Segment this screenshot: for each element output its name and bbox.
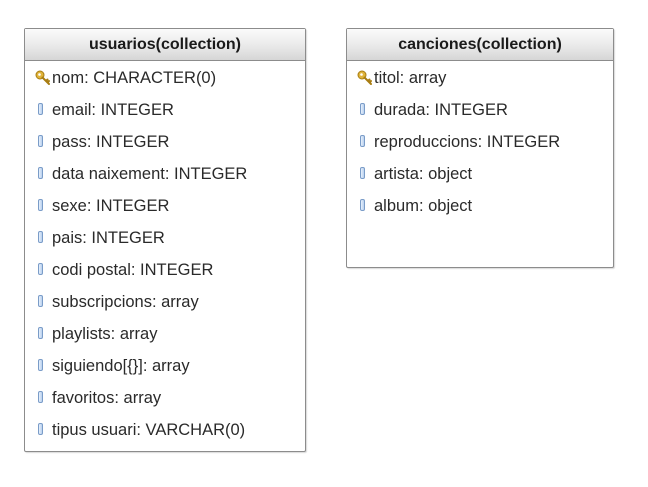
attribute-row[interactable]: tipus usuari: VARCHAR(0) xyxy=(25,414,305,446)
attribute-row[interactable]: pais: INTEGER xyxy=(25,222,305,254)
entity-canciones[interactable]: canciones(collection) titol: array durad… xyxy=(346,28,614,268)
attribute-label: nom: CHARACTER(0) xyxy=(52,69,217,87)
attribute-label: codi postal: INTEGER xyxy=(52,261,214,279)
field-icon xyxy=(35,414,51,446)
attribute-label: durada: INTEGER xyxy=(374,101,508,119)
field-icon xyxy=(35,382,51,414)
field-icon xyxy=(35,94,51,126)
field-icon xyxy=(35,222,51,254)
attribute-label: tipus usuari: VARCHAR(0) xyxy=(52,421,246,439)
attribute-row[interactable]: siguiendo[{}]: array xyxy=(25,350,305,382)
attribute-row[interactable]: durada: INTEGER xyxy=(347,94,613,126)
attribute-row[interactable]: playlists: array xyxy=(25,318,305,350)
field-icon xyxy=(357,190,373,222)
attribute-row[interactable]: titol: array xyxy=(347,62,613,94)
entity-title: canciones(collection) xyxy=(347,29,613,61)
attribute-label: email: INTEGER xyxy=(52,101,174,119)
attribute-list: nom: CHARACTER(0) email: INTEGER pass: I… xyxy=(25,61,305,446)
field-icon xyxy=(35,318,51,350)
key-icon xyxy=(357,62,373,94)
field-icon xyxy=(35,190,51,222)
attribute-row[interactable]: album: object xyxy=(347,190,613,222)
field-icon xyxy=(35,286,51,318)
attribute-label: titol: array xyxy=(374,69,447,87)
entity-usuarios[interactable]: usuarios(collection) nom: CHARACTER(0) e… xyxy=(24,28,306,452)
field-icon xyxy=(357,94,373,126)
attribute-row[interactable]: codi postal: INTEGER xyxy=(25,254,305,286)
field-icon xyxy=(35,126,51,158)
attribute-label: data naixement: INTEGER xyxy=(52,165,248,183)
attribute-label: pais: INTEGER xyxy=(52,229,165,247)
attribute-row[interactable]: artista: object xyxy=(347,158,613,190)
attribute-row[interactable]: data naixement: INTEGER xyxy=(25,158,305,190)
entity-title: usuarios(collection) xyxy=(25,29,305,61)
field-icon xyxy=(35,254,51,286)
attribute-label: album: object xyxy=(374,197,473,215)
attribute-label: subscripcions: array xyxy=(52,293,199,311)
attribute-row[interactable]: nom: CHARACTER(0) xyxy=(25,62,305,94)
attribute-list: titol: array durada: INTEGER reproduccio… xyxy=(347,61,613,222)
attribute-label: playlists: array xyxy=(52,325,158,343)
attribute-label: sexe: INTEGER xyxy=(52,197,170,215)
attribute-row[interactable]: pass: INTEGER xyxy=(25,126,305,158)
attribute-row[interactable]: reproduccions: INTEGER xyxy=(347,126,613,158)
attribute-row[interactable]: favoritos: array xyxy=(25,382,305,414)
key-icon xyxy=(35,62,51,94)
attribute-row[interactable]: subscripcions: array xyxy=(25,286,305,318)
field-icon xyxy=(357,126,373,158)
attribute-label: artista: object xyxy=(374,165,473,183)
attribute-row[interactable]: email: INTEGER xyxy=(25,94,305,126)
attribute-label: favoritos: array xyxy=(52,389,162,407)
attribute-label: reproduccions: INTEGER xyxy=(374,133,561,151)
field-icon xyxy=(357,158,373,190)
field-icon xyxy=(35,158,51,190)
attribute-label: siguiendo[{}]: array xyxy=(52,357,190,375)
attribute-row[interactable]: sexe: INTEGER xyxy=(25,190,305,222)
field-icon xyxy=(35,350,51,382)
attribute-label: pass: INTEGER xyxy=(52,133,170,151)
